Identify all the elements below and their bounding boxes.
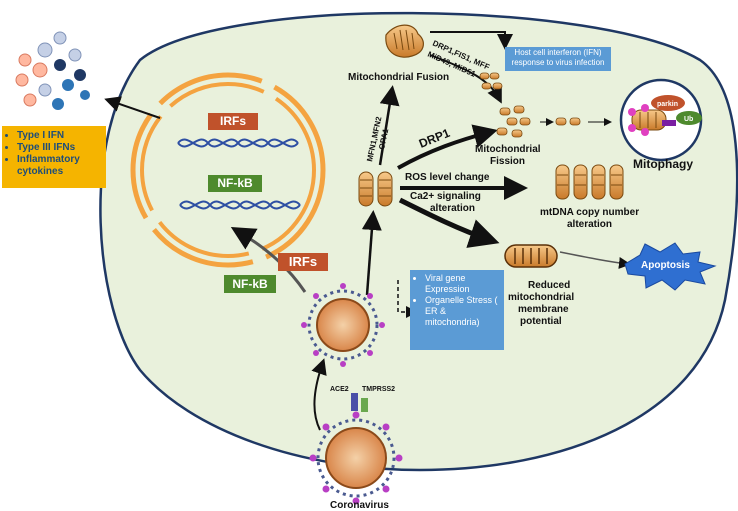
cytokine-item: Type III IFNs — [17, 142, 101, 154]
arrow-virus-to-viral-box — [397, 280, 418, 318]
cytokine-cluster — [15, 31, 90, 110]
arrows — [104, 31, 631, 431]
label-reduced-3: membrane — [518, 304, 569, 315]
dna-helix-top — [177, 138, 299, 148]
nfkb-tag-cytoplasm: NF-kB — [224, 275, 276, 293]
arrow-entry — [311, 358, 327, 431]
virus-intracellular — [301, 283, 385, 367]
arrow-reduced-to-apoptosis — [559, 251, 631, 269]
host-ifn-text: Host cell interferon (IFN) response to v… — [511, 48, 605, 67]
label-tmprss2: TMPRSS2 — [362, 386, 395, 393]
mitochondria-central — [358, 171, 393, 207]
mitochondria-fission — [496, 105, 581, 138]
cytokine-item: Type I IFN — [17, 130, 101, 142]
irf-tag-cytoplasm: IRFs — [278, 253, 328, 271]
host-ifn-box: Host cell interferon (IFN) response to v… — [505, 47, 611, 71]
label-ca-1: Ca2+ signaling — [410, 191, 481, 202]
label-reduced-1: Reduced — [528, 280, 570, 291]
viral-stress-box: Viral gene Expression Organelle Stress (… — [410, 270, 504, 350]
cytokine-item: Inflammatory cytokines — [17, 154, 101, 178]
mitochondria-mtdna — [555, 164, 624, 200]
label-apoptosis: Apoptosis — [641, 260, 690, 271]
cell-membrane — [99, 11, 738, 472]
nfkb-tag-nucleus: NF-kB — [208, 175, 262, 192]
parkin-protein — [651, 95, 685, 111]
label-parkin: parkin — [657, 101, 678, 108]
label-mtdna-2: alteration — [567, 219, 612, 230]
dna-helix-bottom — [179, 200, 301, 210]
mitochondrion-reduced — [504, 244, 558, 268]
label-ace2: ACE2 — [330, 386, 349, 393]
arrow-fusion-to-host-ifn — [430, 31, 513, 50]
label-coronavirus: Coronavirus — [330, 500, 389, 511]
label-mito-fission-1: Mitochondrial — [475, 144, 541, 155]
label-ros: ROS level change — [405, 172, 490, 183]
viral-item: Organelle Stress ( ER & mitochondria) — [425, 295, 499, 328]
label-opa1: OPA1 — [377, 127, 390, 150]
label-ca-2: alteration — [430, 203, 475, 214]
nucleus — [130, 72, 326, 268]
label-mtdna-1: mtDNA copy number — [540, 207, 639, 218]
label-reduced-4: potential — [520, 316, 562, 327]
label-ub: Ub — [684, 116, 693, 123]
mitochondria-fusion-small — [479, 72, 503, 90]
arrow-mito-to-reduced — [398, 197, 500, 248]
ub-protein — [676, 111, 702, 125]
virus-extracellular — [309, 411, 403, 505]
label-reduced-2: mitochondrial — [508, 292, 574, 303]
arrow-mito-to-fission — [397, 124, 498, 170]
receptors — [351, 393, 368, 412]
mitochondrion-fused — [385, 24, 424, 58]
irf-tag-nucleus: IRFs — [208, 113, 258, 130]
label-mitophagy: Mitophagy — [633, 157, 693, 171]
label-mito-fission-2: Fission — [490, 156, 525, 167]
arrow-nucleus-to-cytokines — [104, 96, 161, 119]
viral-item: Viral gene Expression — [425, 273, 499, 295]
arrow-virus-to-nucleus — [230, 226, 307, 293]
label-mito-fusion: Mitochondrial Fusion — [348, 72, 449, 83]
arrow-fusion-to-fission — [429, 54, 502, 104]
apoptosis-burst — [624, 242, 717, 291]
mitophagy-vesicle — [619, 78, 703, 162]
cytokines-box: Type I IFN Type III IFNs Inflammatory cy… — [2, 126, 106, 188]
arrow-virus-to-mito — [361, 210, 382, 296]
arrow-mito-to-fusion — [378, 85, 400, 166]
